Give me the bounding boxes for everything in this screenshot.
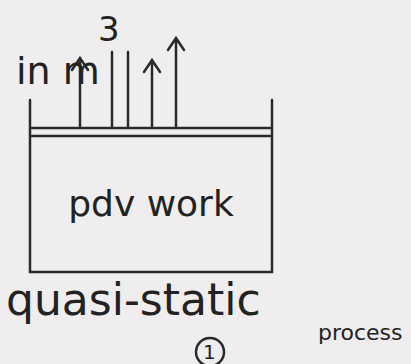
piston-rod (112, 52, 128, 128)
process-text: quasi-static (6, 278, 261, 322)
unit-text: in m (16, 52, 100, 90)
process-text: process (318, 322, 403, 344)
node-text: pdv work (68, 186, 234, 222)
arrow-up (144, 60, 160, 126)
number-circle (196, 338, 224, 364)
callout-number: 1 (203, 342, 216, 362)
arrow-up (168, 38, 184, 126)
cylinder-region: pdv work (34, 140, 268, 268)
superscript: 3 (98, 12, 120, 46)
piston (32, 128, 270, 136)
